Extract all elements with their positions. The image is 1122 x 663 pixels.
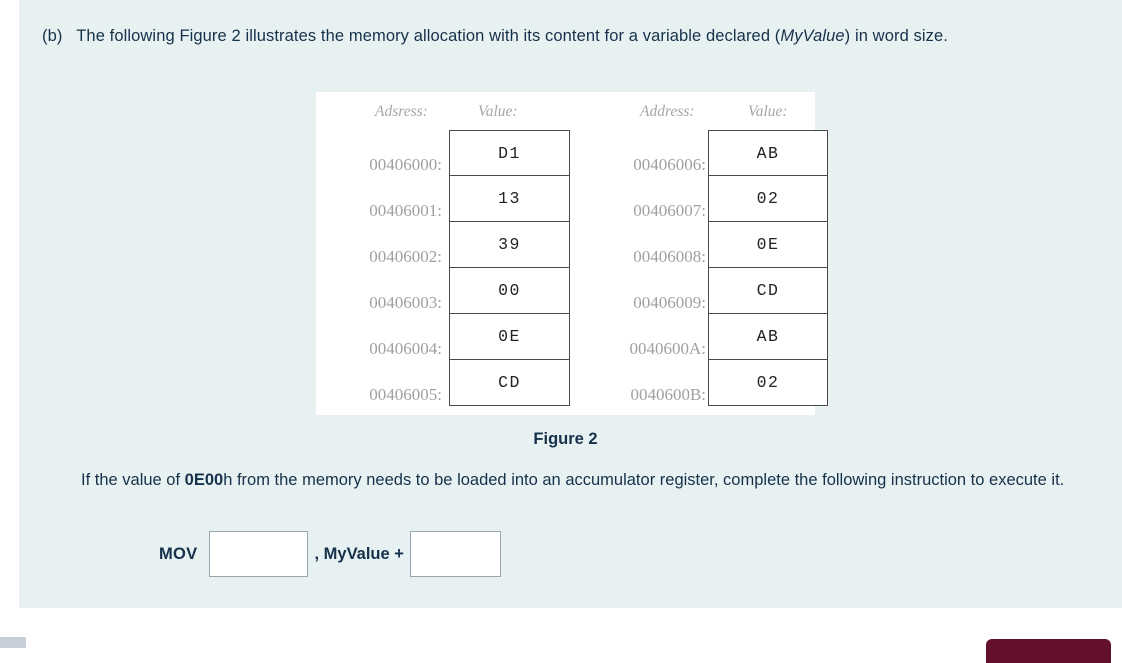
table-row: 00406009: CD <box>589 268 828 314</box>
address-label: 00406006: <box>633 155 706 174</box>
column-header-address: Address: <box>640 103 695 120</box>
operand1-input[interactable] <box>209 531 309 577</box>
question-panel: (b) The following Figure 2 illustrates t… <box>19 0 1122 608</box>
address-label: 00406003: <box>369 293 442 312</box>
table-row: 00406000: D1 <box>323 130 570 176</box>
column-header-address: Adsress: <box>375 103 428 120</box>
table-row: 0040600A: AB <box>589 314 828 360</box>
address-label: 00406002: <box>369 247 442 266</box>
followup-text-after: h from the memory needs to be loaded int… <box>223 471 1065 489</box>
address-label: 0040600B: <box>630 385 706 404</box>
address-label: 00406004: <box>369 339 442 358</box>
bottom-action-button[interactable] <box>986 639 1111 663</box>
value-cell: AB <box>708 314 828 360</box>
table-row: 00406001: 13 <box>323 176 570 222</box>
answer-instruction-line: MOV , MyValue + <box>159 530 501 578</box>
followup-hex-value: 0E00 <box>184 471 224 489</box>
memory-rows-right: 00406006: AB 00406007: 02 00406008: 0E 0… <box>589 130 828 406</box>
table-row: 00406006: AB <box>589 130 828 176</box>
followup-instruction-text: If the value of 0E00h from the memory ne… <box>81 466 1091 495</box>
value-cell: 39 <box>449 222 570 268</box>
value-cell: 13 <box>449 176 570 222</box>
question-label: (b) <box>42 27 63 45</box>
address-label: 00406007: <box>633 201 706 220</box>
question-text-before: The following Figure 2 illustrates the m… <box>76 27 781 45</box>
table-row: 00406007: 02 <box>589 176 828 222</box>
table-row: 00406004: 0E <box>323 314 570 360</box>
memory-table-left: Adsress: Value: 00406000: D1 00406001: 1… <box>323 92 570 415</box>
value-cell: CD <box>708 268 828 314</box>
bottom-left-chip <box>0 637 26 648</box>
table-row: 00406005: CD <box>323 360 570 406</box>
address-label: 0040600A: <box>629 339 707 358</box>
value-cell: AB <box>708 130 828 176</box>
question-variable-name: MyValue <box>780 27 845 45</box>
column-header-value: Value: <box>478 103 518 120</box>
address-label: 00406005: <box>369 385 442 404</box>
question-text-after: ) in word size. <box>844 27 948 45</box>
value-cell: 0E <box>708 222 828 268</box>
address-label: 00406009: <box>633 293 706 312</box>
value-cell: D1 <box>449 130 570 176</box>
value-cell: 0E <box>449 314 570 360</box>
value-cell: 02 <box>708 176 828 222</box>
address-label: 00406008: <box>633 247 706 266</box>
operand-separator: , MyValue + <box>314 544 404 563</box>
table-row: 0040600B: 02 <box>589 360 828 406</box>
table-row: 00406002: 39 <box>323 222 570 268</box>
operand2-input[interactable] <box>409 531 501 577</box>
value-cell: 00 <box>449 268 570 314</box>
figure-caption: Figure 2 <box>533 430 598 448</box>
followup-text-before: If the value of <box>81 471 185 489</box>
column-header-value: Value: <box>748 103 788 120</box>
question-prompt: (b) The following Figure 2 illustrates t… <box>42 22 1094 50</box>
table-row: 00406003: 00 <box>323 268 570 314</box>
memory-table-right: Address: Value: 00406006: AB 00406007: 0… <box>589 92 828 415</box>
address-label: 00406000: <box>369 155 442 174</box>
mov-keyword: MOV <box>159 544 198 563</box>
value-cell: 02 <box>708 360 828 406</box>
figure-2-card: Adsress: Value: 00406000: D1 00406001: 1… <box>316 92 828 415</box>
memory-rows-left: 00406000: D1 00406001: 13 00406002: 39 0… <box>323 130 570 406</box>
value-cell: CD <box>449 360 570 406</box>
address-label: 00406001: <box>369 201 442 220</box>
table-row: 00406008: 0E <box>589 222 828 268</box>
